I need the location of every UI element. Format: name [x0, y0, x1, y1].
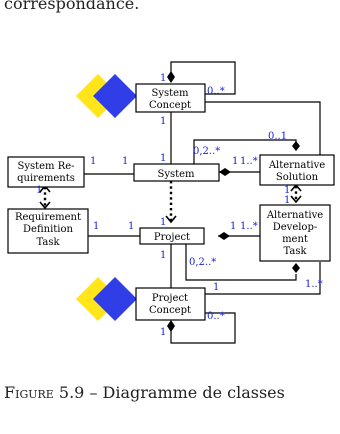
class-project-concept	[135, 287, 206, 321]
multiplicity: 0,2..*	[193, 146, 220, 157]
blue-diamond-logo	[93, 277, 137, 321]
multiplicity: 0..*	[207, 311, 225, 322]
class-name: Develop-	[273, 222, 318, 233]
multiplicity: 0..1	[268, 131, 287, 142]
top-text: correspondance.	[4, 0, 140, 13]
multiplicity: 1	[160, 217, 166, 228]
caption-text: Diagramme de classes	[102, 383, 285, 402]
association-line	[170, 312, 236, 344]
association-line	[185, 244, 297, 281]
composition-diamond	[167, 71, 175, 83]
class-system	[133, 163, 220, 182]
multiplicity: 1	[122, 156, 128, 167]
multiplicity: 1	[128, 221, 134, 232]
class-name: System	[157, 169, 195, 180]
multiplicity: 1	[90, 156, 96, 167]
class-name: Project	[154, 232, 190, 243]
association-line	[205, 262, 321, 295]
class-name: quirements	[17, 173, 75, 184]
class-name: Project	[152, 293, 188, 304]
class-project	[139, 227, 205, 245]
class-name: Task	[36, 237, 60, 248]
association-line	[170, 61, 236, 95]
multiplicity: 1	[160, 73, 166, 84]
multiplicity: 1	[160, 116, 166, 127]
class-name: System Re-	[17, 161, 74, 172]
multiplicity: 0,2..*	[189, 257, 216, 268]
class-name: Task	[283, 246, 307, 257]
multiplicity: 1..*	[240, 221, 258, 232]
composition-diamond	[292, 263, 300, 273]
class-system-requirements	[7, 156, 85, 188]
composition-diamond	[167, 320, 175, 332]
multiplicity: 1	[93, 221, 99, 232]
multiplicity: 1	[160, 153, 166, 164]
multiplicity: 1..*	[240, 156, 258, 167]
class-name: Concept	[149, 305, 191, 316]
multiplicity: 1	[232, 156, 238, 167]
multiplicity: 1	[213, 282, 219, 293]
multiplicity: 1	[284, 195, 290, 206]
caption-separator: –	[84, 383, 103, 402]
composition-diamond	[292, 141, 300, 151]
class-name: Alternative	[268, 160, 325, 171]
blue-diamond-logo	[93, 74, 137, 118]
class-name: Definition	[23, 224, 73, 235]
figure-caption: Figure 5.9 – Diagramme de classes	[4, 381, 338, 405]
class-name: Alternative	[266, 210, 323, 221]
multiplicity: 0..*	[207, 86, 225, 97]
composition-diamond	[218, 232, 230, 240]
caption-label: Figure 5.9	[4, 383, 85, 402]
class-diagram: System Concept System Re- quirements Sys…	[7, 61, 335, 344]
multiplicity: 1	[36, 185, 42, 196]
class-alternative-development-task	[259, 204, 331, 262]
association-line	[205, 101, 321, 164]
multiplicity: 1	[230, 221, 236, 232]
multiplicity: 1	[284, 185, 290, 196]
multiplicity: 1	[160, 250, 166, 261]
class-name: Requirement	[15, 212, 81, 223]
composition-diamond	[219, 168, 231, 176]
multiplicity: 1	[160, 327, 166, 338]
multiplicity: 1..*	[305, 279, 323, 290]
class-name: Concept	[149, 100, 191, 111]
class-system-concept	[135, 83, 206, 113]
class-alternative-solution	[259, 154, 335, 186]
class-name: Solution	[276, 172, 319, 183]
class-name: ment	[282, 234, 308, 245]
class-requirement-definition-task	[7, 208, 89, 254]
class-name: System	[151, 88, 189, 99]
